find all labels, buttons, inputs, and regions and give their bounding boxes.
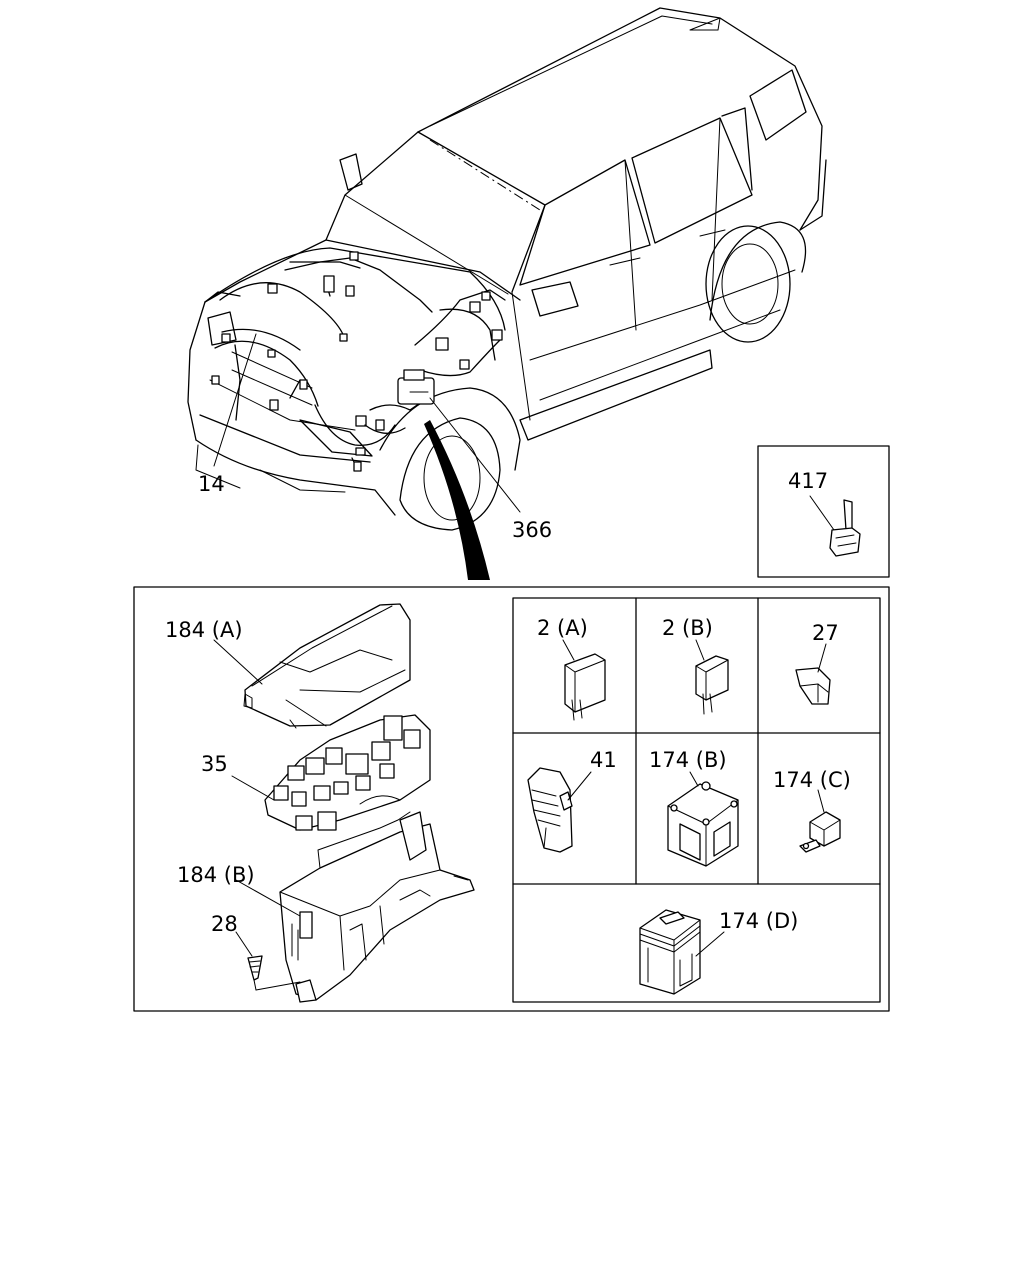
leader-184b: [235, 879, 301, 917]
upper-cover-184a: [243, 603, 411, 729]
callout-35: 35: [201, 752, 228, 776]
parts-grid: [512, 597, 881, 1003]
callout-27: 27: [812, 621, 839, 645]
callout-2b: 2 (B): [662, 616, 713, 640]
callout-184a: 184 (A): [165, 618, 243, 642]
leader-2b: [695, 639, 705, 661]
callout-184b: 184 (B): [177, 863, 255, 887]
callout-28: 28: [211, 912, 238, 936]
callout-366: 366: [512, 518, 552, 542]
callout-41: 41: [590, 748, 617, 772]
leader-174b: [689, 771, 699, 787]
lower-case-184b: [279, 811, 475, 1003]
harness-14-front: [211, 251, 433, 472]
relay-2b: [695, 655, 729, 715]
leader-184a: [213, 639, 263, 685]
relay-2a: [564, 653, 606, 721]
relay-41: [527, 767, 573, 853]
leader-41: [567, 771, 592, 801]
callout-174c: 174 (C): [773, 768, 851, 792]
callout-2a: 2 (A): [537, 616, 588, 640]
relay-block-35: [264, 714, 431, 831]
leader-366: [429, 397, 521, 513]
leader-35: [231, 775, 275, 801]
fuse-27: [795, 667, 831, 705]
fusebox-panel: [133, 586, 890, 1012]
pointer-wedge: [424, 420, 490, 580]
callout-417: 417: [788, 469, 828, 493]
callout-174d: 174 (D): [719, 909, 798, 933]
fuse-174d: [639, 909, 701, 995]
leader-14: [213, 333, 257, 467]
vehicle-outline: [187, 7, 827, 531]
leader-174c: [817, 789, 825, 813]
leader-174d: [695, 931, 725, 957]
harness-366-engine: [355, 289, 506, 434]
leader-2a: [562, 639, 575, 661]
inset-417: 417: [757, 445, 890, 578]
fuse-174c: [799, 811, 841, 853]
callout-14: 14: [198, 472, 225, 496]
callout-174b: 174 (B): [649, 748, 727, 772]
screw-28: [247, 955, 301, 991]
leader-28: [235, 931, 253, 957]
leader-27: [817, 643, 827, 673]
fuse-174b: [667, 781, 739, 867]
